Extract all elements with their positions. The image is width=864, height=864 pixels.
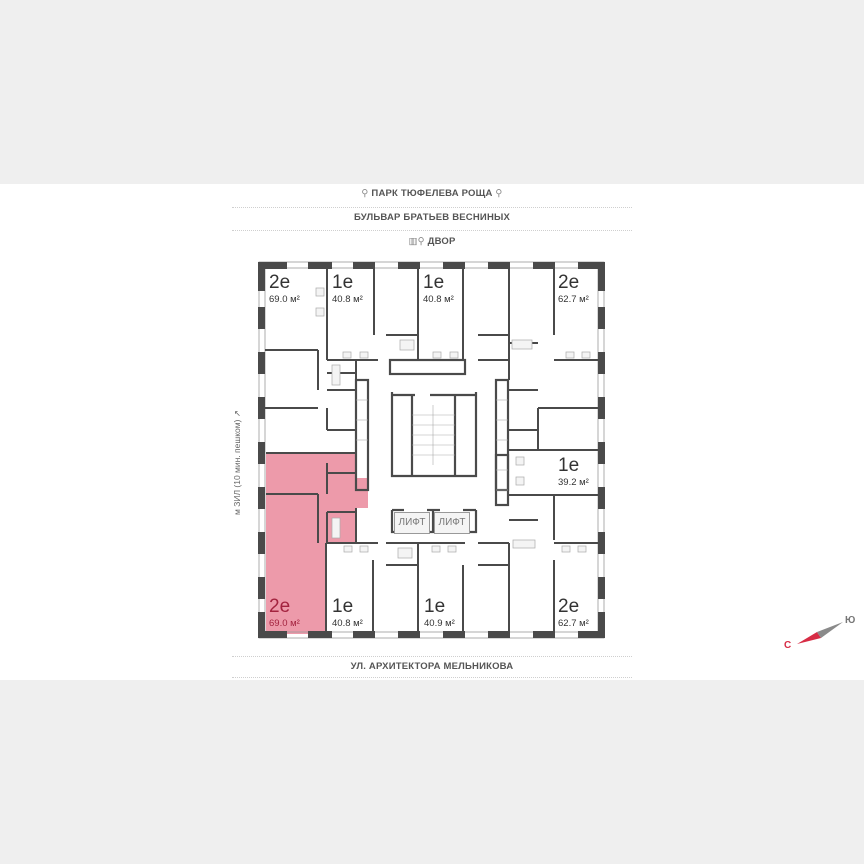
playground-icon: ▥⚲ bbox=[408, 236, 428, 247]
selected-apartment-fill[interactable] bbox=[266, 453, 368, 634]
apartment-area: 40.8 м² bbox=[332, 294, 363, 305]
apartment-type: 1e bbox=[332, 596, 354, 617]
tree-icon: ⚲ bbox=[361, 188, 372, 199]
park-label: ⚲ ПАРК ТЮФЕЛЕВА РОЩА ⚲ bbox=[361, 188, 503, 199]
apartment-type: 1e bbox=[332, 272, 354, 293]
apartment-type: 2e bbox=[269, 596, 291, 617]
divider bbox=[232, 230, 632, 231]
tree-icon: ⚲ bbox=[492, 188, 503, 199]
lift-2: ЛИФТ bbox=[434, 512, 470, 534]
yard-label: ▥⚲ ДВОР bbox=[408, 236, 456, 247]
apartment-type: 1e bbox=[558, 455, 580, 476]
arrow-icon: ↗ bbox=[232, 410, 242, 418]
divider bbox=[232, 656, 632, 657]
apartment-area: 40.9 м² bbox=[424, 618, 455, 629]
apartment-area: 69.0 м² bbox=[269, 294, 300, 305]
boulevard-label: БУЛЬВАР БРАТЬЕВ ВЕСНИНЫХ bbox=[353, 212, 511, 223]
apartment-area: 39.2 м² bbox=[558, 477, 589, 488]
apartment-type: 2e bbox=[269, 272, 291, 293]
apartment-area: 62.7 м² bbox=[558, 618, 589, 629]
metro-label: м ЗИЛ (10 мин. пешком) ↗ bbox=[232, 410, 242, 515]
apartment-area: 62.7 м² bbox=[558, 294, 589, 305]
apartment-type: 2e bbox=[558, 272, 580, 293]
apartment-type: 2e bbox=[558, 596, 580, 617]
apartment-area: 40.8 м² bbox=[423, 294, 454, 305]
street-label: УЛ. АРХИТЕКТОРА МЕЛЬНИКОВА bbox=[350, 661, 514, 672]
lift-1: ЛИФТ bbox=[394, 512, 430, 534]
divider bbox=[232, 207, 632, 208]
apartment-type: 1e bbox=[423, 272, 445, 293]
compass-north-label: Ю bbox=[845, 615, 856, 626]
apartment-area: 69.0 м² bbox=[269, 618, 300, 629]
compass-south-label: С bbox=[784, 640, 792, 651]
floor-plan-panel bbox=[0, 184, 864, 680]
apartment-type: 1e bbox=[424, 596, 446, 617]
compass-icon bbox=[797, 622, 843, 644]
apartment-area: 40.8 м² bbox=[332, 618, 363, 629]
divider bbox=[232, 677, 632, 678]
